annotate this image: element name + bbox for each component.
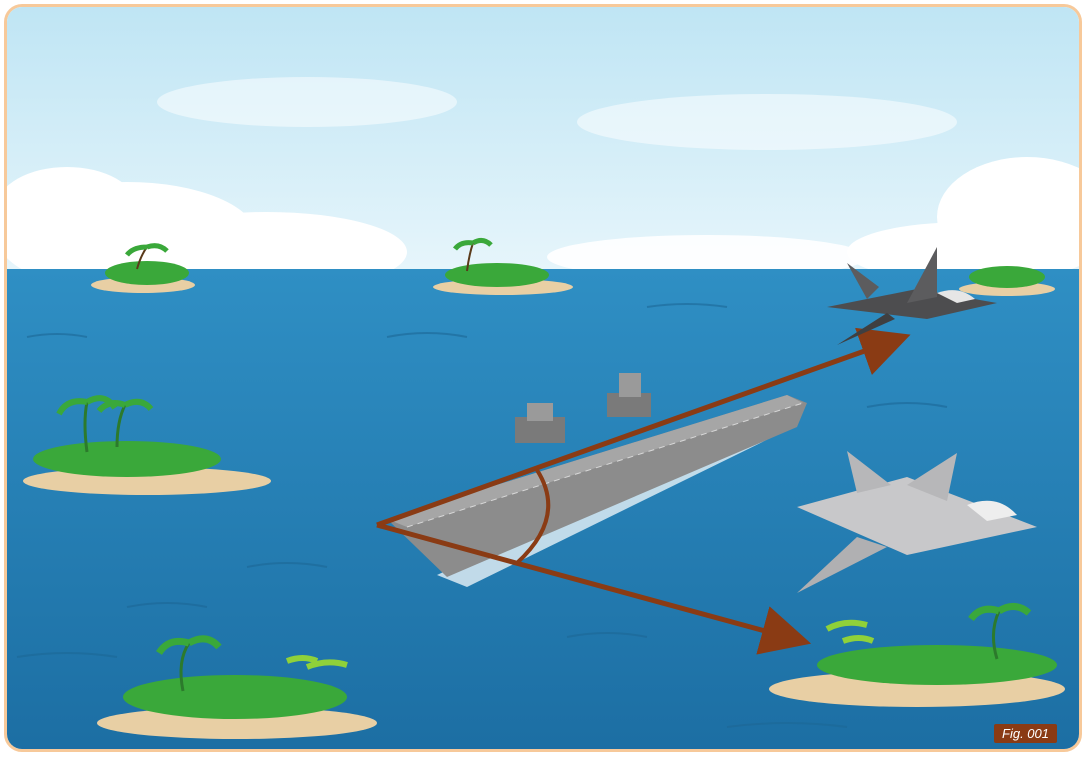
figure-frame: Fig. 001: [4, 4, 1082, 752]
carrier-launch-diagram: [7, 7, 1082, 752]
figure-label: Fig. 001: [994, 724, 1057, 743]
